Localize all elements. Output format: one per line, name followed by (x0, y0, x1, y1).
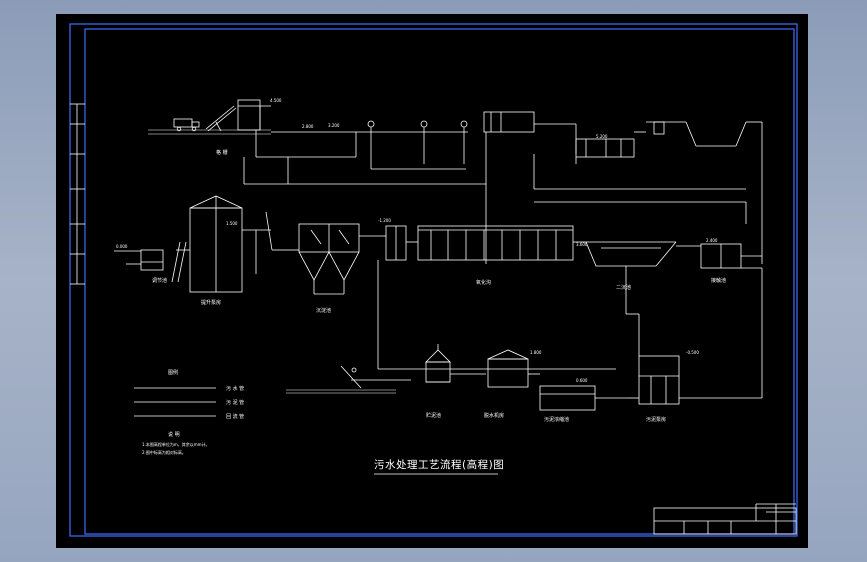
level-8: 3.600 (576, 242, 588, 247)
level-9: 2.400 (706, 238, 718, 243)
elevation-markers: 4.500 3.200 2.800 1.500 0.000 -1.200 5.2… (116, 98, 718, 383)
label-settling-tank: 沉淀池 (316, 307, 331, 314)
legend-item-1: 污 水 管 (226, 385, 244, 392)
thickener (539, 385, 626, 411)
label-contact-tank: 接触池 (711, 277, 726, 284)
notes-line-1: 1.本图高程单位为m，其余以mm计。 (142, 441, 210, 447)
level-11: 0.600 (576, 378, 588, 383)
label-sludge-pump: 污泥泵房 (646, 416, 666, 423)
oxidation-ditch (406, 225, 574, 261)
legend-item-3: 回 流 管 (226, 413, 244, 420)
notes-line-2: 2.图中标高为相对标高。 (142, 449, 186, 455)
label-thickener: 污泥浓缩池 (544, 416, 569, 423)
notes: 说 明 1.本图高程单位为m，其余以mm计。 2.图中标高为相对标高。 (142, 431, 210, 455)
bottom-ground (286, 389, 396, 394)
label-regulation-tank: 调节池 (152, 277, 167, 284)
sludge-pump-house (626, 313, 762, 405)
level-10: 1.800 (530, 350, 542, 355)
top-ground-line (148, 129, 271, 135)
notes-title: 说 明 (168, 431, 180, 438)
level-6: -1.200 (378, 218, 391, 223)
label-dewatering: 脱水机房 (484, 412, 504, 419)
process-flow-drawing: 格 栅 提升泵房 调节池 沉淀池 氧化沟 二沉池 接触池 污泥浓缩池 污泥泵房 … (69, 23, 798, 537)
label-oxidation-ditch: 氧化沟 (476, 279, 491, 286)
label-secondary-clarifier: 二沉池 (616, 284, 631, 291)
dewatering-house (487, 349, 540, 388)
drawing-title: 污水处理工艺流程(高程)图 (374, 458, 504, 471)
label-grille: 格 栅 (216, 149, 228, 156)
top-right-tanks (533, 121, 763, 264)
contact-tank (676, 243, 763, 398)
drawing-sheet: 格 栅 提升泵房 调节池 沉淀池 氧化沟 二沉池 接触池 污泥浓缩池 污泥泵房 … (56, 14, 808, 548)
conveyor-icon (205, 105, 237, 132)
top-building (237, 99, 271, 131)
legend-item-2: 污 泥 管 (226, 399, 244, 406)
truck-icon (173, 118, 200, 132)
clarifier (573, 241, 677, 314)
binding-strip (70, 103, 85, 285)
level-5: 0.000 (116, 244, 128, 249)
bottom-conveyor (340, 365, 411, 389)
level-12: -0.500 (686, 350, 699, 355)
valve-circles (367, 120, 468, 170)
level-2: 3.200 (328, 123, 340, 128)
label-sludge-storage: 贮泥池 (426, 412, 441, 419)
legend-title: 图例 (168, 369, 178, 376)
level-7: 5.200 (596, 134, 608, 139)
pump-house (171, 195, 286, 293)
top-main-pipe (243, 130, 486, 185)
level-1: 4.500 (270, 98, 282, 103)
outer-frame (69, 23, 798, 537)
settling-tanks (286, 223, 386, 295)
level-4: 1.500 (226, 221, 238, 226)
title-block (653, 503, 797, 535)
inner-frame (84, 28, 795, 535)
top-center-tank (483, 111, 577, 264)
legend: 图例 污 水 管 污 泥 管 回 流 管 (134, 369, 244, 420)
mid-left-pit (114, 249, 164, 271)
sludge-tank-round (425, 344, 486, 383)
label-pump-house: 提升泵房 (201, 299, 221, 306)
level-3: 2.800 (302, 124, 314, 129)
small-tank (377, 225, 616, 370)
